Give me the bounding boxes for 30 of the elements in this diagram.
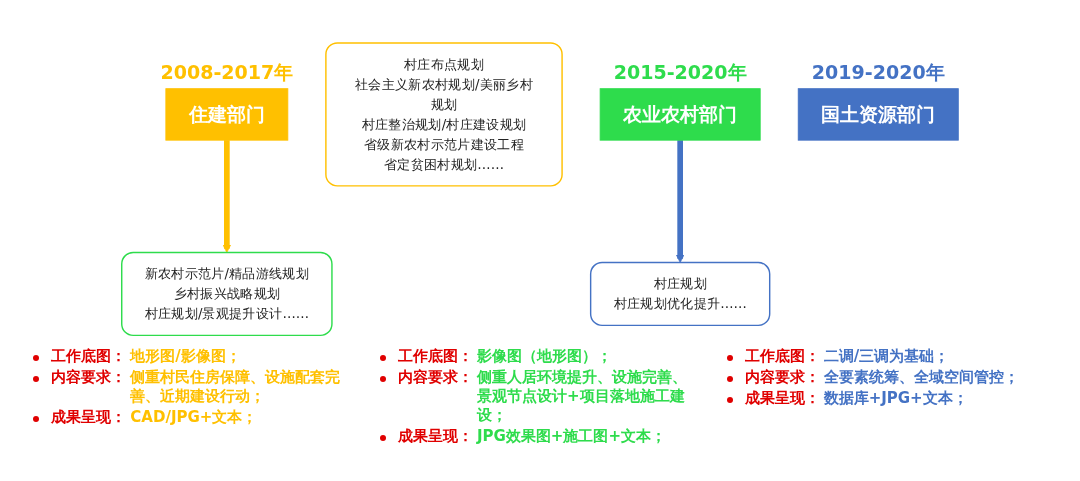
field-label: 成果呈现： xyxy=(51,408,127,427)
year-range: 2019-2020年 xyxy=(811,60,945,83)
node-box xyxy=(165,87,289,141)
field-value: 侧重人居环境提升、设施完善、景观节点设计+项目落地施工建设； xyxy=(477,368,688,425)
node-box xyxy=(599,87,761,141)
field-value: JPG效果图+施工图+文本； xyxy=(477,427,666,446)
field-label: 成果呈现： xyxy=(398,427,473,446)
arrow xyxy=(222,139,232,253)
node-box xyxy=(325,41,563,187)
field-label: 工作底图： xyxy=(744,347,820,366)
arrow xyxy=(676,139,685,263)
field-value: 地形图/影像图； xyxy=(130,347,241,366)
field-value: 二调/三调为基础； xyxy=(823,347,950,366)
field-value: 全要素统筹、全域空间管控； xyxy=(823,368,1019,387)
node-box xyxy=(589,261,771,326)
field-value: 侧重村民住房保障、设施配套完善、近期建设行动； xyxy=(130,368,342,406)
field-label: 内容要求： xyxy=(398,368,473,388)
field-value: 影像图（地形图）； xyxy=(477,347,612,366)
year-range: 2015-2020年 xyxy=(613,60,747,83)
node-box xyxy=(797,87,959,141)
field-label: 工作底图： xyxy=(398,347,473,366)
field-label: 内容要求： xyxy=(51,368,127,388)
field-label: 成果呈现： xyxy=(744,389,820,408)
node-box xyxy=(121,251,333,336)
field-label: 工作底图： xyxy=(51,347,127,366)
field-value: 数据库+JPG+文本； xyxy=(823,389,968,408)
field-label: 内容要求： xyxy=(744,368,820,387)
flow-diagram: 住建部门 村庄布点规划 社会主义新农村规划/美丽乡村规划 村庄整治规划/村庄建设规划 省级新农村示范片建设工程 省定贫困村规划…… 农业农村部门 新农村示范片/精品游线规划 乡村振兴战略规划 村庄规划/景观提升设计…… 国土资源部门 村庄规划 村庄规划优化提升…… 2008-2017年 2015-2020年 2019-2020年 xyxy=(10,2,1070,343)
field-value: CAD/JPG+文本； xyxy=(130,408,258,427)
year-range: 2008-2017年 xyxy=(160,60,294,83)
